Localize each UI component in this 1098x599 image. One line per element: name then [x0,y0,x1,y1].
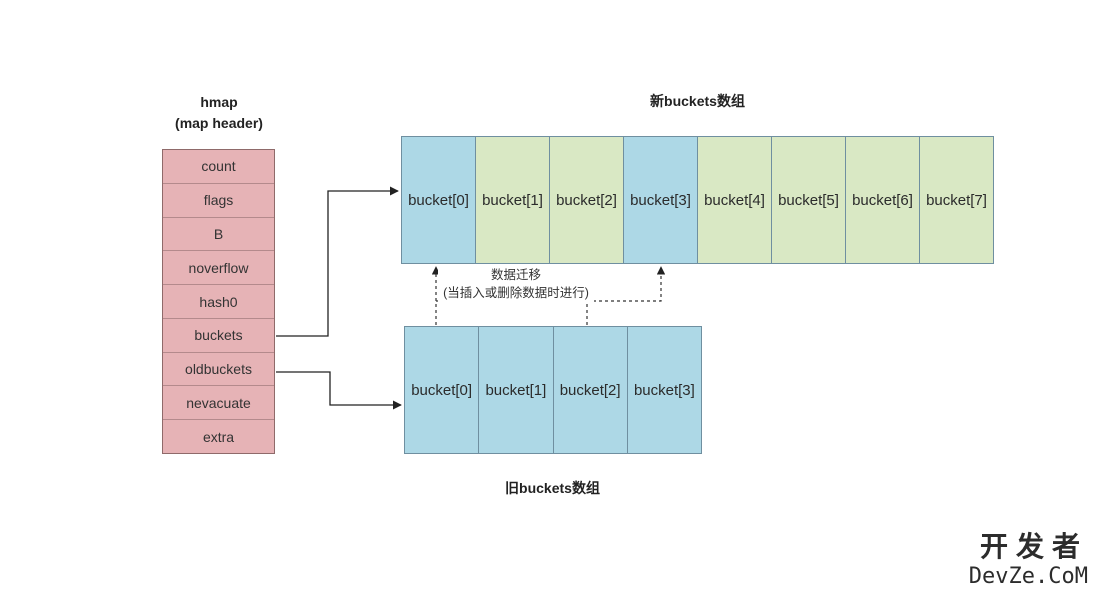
new-buckets-array: bucket[0] bucket[1] bucket[2] bucket[3] … [401,136,994,264]
new-buckets-title: 新buckets数组 [650,93,745,109]
buckets-pointer-arrow [276,186,399,337]
hmap-field-extra: extra [163,420,274,454]
new-bucket-1: bucket[1] [476,137,550,263]
hmap-struct: count flags B noverflow hash0 buckets ol… [162,149,275,454]
hmap-field-buckets: buckets [163,318,274,353]
old-bucket-1: bucket[1] [479,327,554,453]
old-buckets-array: bucket[0] bucket[1] bucket[2] bucket[3] [404,326,702,454]
new-bucket-0: bucket[0] [402,137,476,263]
hmap-field-nevacuate: nevacuate [163,386,274,421]
hmap-field-noverflow: noverflow [163,251,274,286]
hmap-title: hmap [200,94,238,110]
new-bucket-5: bucket[5] [772,137,846,263]
migration-arrow-to-bucket-3 [586,266,666,325]
migration-label-line1: 数据迁移 [490,268,541,282]
hmap-field-count: count [163,150,274,184]
hmap-field-b: B [163,217,274,252]
hmap-subtitle: (map header) [175,115,263,131]
new-bucket-2: bucket[2] [550,137,624,263]
old-buckets-title: 旧buckets数组 [505,480,600,496]
old-bucket-3: bucket[3] [627,327,701,453]
migration-label-line2: (当插入或删除数据时进行) [443,286,589,300]
oldbuckets-pointer-arrow [276,371,402,410]
old-bucket-2: bucket[2] [553,327,628,453]
hmap-field-flags: flags [163,183,274,218]
hmap-field-oldbuckets: oldbuckets [163,352,274,387]
old-bucket-0: bucket[0] [405,327,480,453]
hmap-field-hash0: hash0 [163,285,274,319]
new-bucket-4: bucket[4] [698,137,772,263]
watermark-logo-bottom: DevZe.CoM [968,564,1088,589]
migration-label: 数据迁移 (当插入或删除数据时进行) [438,266,594,302]
new-bucket-6: bucket[6] [846,137,920,263]
new-bucket-3: bucket[3] [624,137,698,263]
new-bucket-7: bucket[7] [920,137,993,263]
watermark-logo-top: 开发者 [979,530,1088,563]
